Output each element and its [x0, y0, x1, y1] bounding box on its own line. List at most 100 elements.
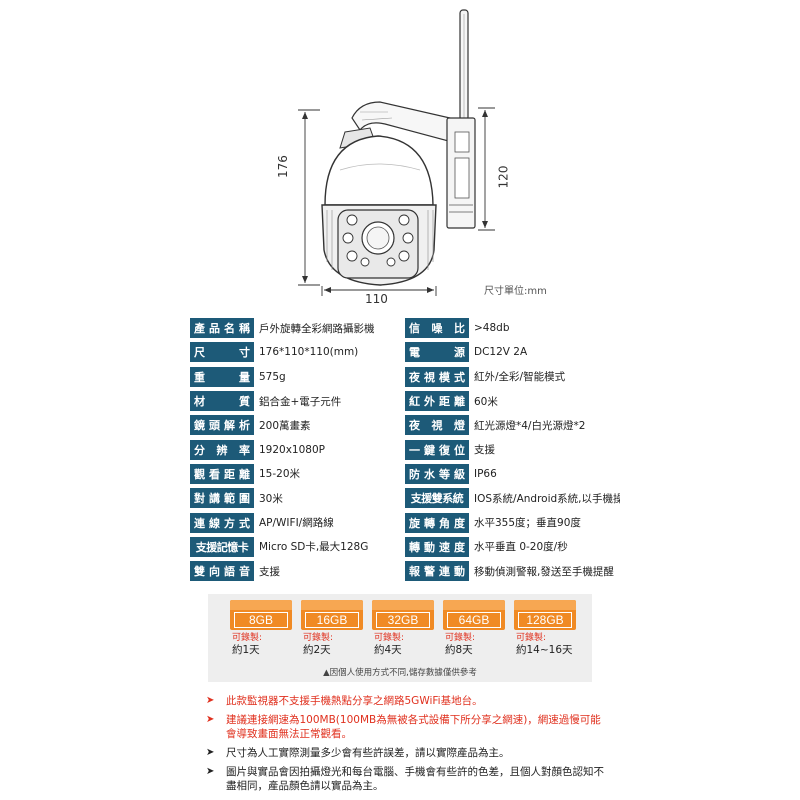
record-label: 可錄製:	[303, 633, 334, 643]
spec-value: 支援	[474, 444, 495, 457]
spec-key: 支援記憶卡	[190, 536, 254, 557]
note-item: ➤ 尺寸為人工實際測量多少會有些許誤差，請以實際產品為主。	[206, 746, 606, 760]
spec-cell-left: 分辨率 1920x1080P	[190, 437, 405, 461]
spec-row: 對講範圍 30米 支援雙系統 IOS系統/Android系統,以手機操控	[190, 486, 620, 510]
spec-cell-right: 電源 DC12V 2A	[405, 340, 620, 364]
spec-key: 尺寸	[190, 342, 254, 363]
storage-card: 8GB 可錄製:約1天	[230, 600, 292, 657]
spec-key: 旋轉角度	[405, 512, 469, 533]
spec-cell-right: 一鍵復位支援	[405, 437, 620, 461]
dimension-bracket-label: 120	[496, 165, 511, 189]
spec-value: 60米	[474, 395, 498, 408]
note-item: ➤ 建議連接網速為100MB(100MB為無被各式設備下所分享之網速)，網速過慢可…	[206, 713, 606, 741]
spec-key: 連線方式	[190, 512, 254, 533]
spec-key: 電源	[405, 342, 469, 363]
spec-cell-right: 旋轉角度水平355度；垂直90度	[405, 510, 620, 534]
spec-key: 防水等級	[405, 463, 469, 484]
arrow-icon: ➤	[206, 714, 215, 725]
spec-key: 材質	[190, 391, 254, 412]
spec-cell-left: 產品名稱戶外旋轉全彩網路攝影機	[190, 316, 405, 340]
sd-card-top	[372, 600, 434, 610]
spec-key: 夜視燈	[405, 415, 469, 436]
spec-key: 紅外距離	[405, 391, 469, 412]
sd-card-top	[443, 600, 505, 610]
spec-cell-left: 連線方式 AP/WIFI/網路線	[190, 510, 405, 534]
record-days: 約2天	[303, 644, 331, 656]
spec-row: 重量 575g 夜視模式紅外/全彩/智能模式	[190, 365, 620, 389]
spec-key: 對講範圍	[190, 488, 254, 509]
spec-value: DC12V 2A	[474, 346, 528, 359]
sd-card-capacity: 32GB	[376, 612, 430, 628]
spec-value: >48db	[474, 322, 510, 335]
spec-row: 材質鋁合金+電子元件紅外距離 60米	[190, 389, 620, 413]
storage-note: ▲因個人使用方式不同,儲存數據僅供參考	[323, 668, 477, 678]
spec-value: 水平垂直 0-20度/秒	[474, 541, 568, 554]
spec-value: 1920x1080P	[259, 443, 325, 456]
sd-card-capacity: 64GB	[447, 612, 501, 628]
spec-cell-right: 夜視模式紅外/全彩/智能模式	[405, 365, 620, 389]
spec-value: 移動偵測警報,發送至手機提醒	[474, 565, 614, 578]
spec-value: 支援	[259, 565, 280, 578]
arrow-icon: ➤	[206, 695, 215, 706]
spec-key: 轉動速度	[405, 536, 469, 557]
sd-card-top	[230, 600, 292, 610]
note-text: 尺寸為人工實際測量多少會有些許誤差，請以實際產品為主。	[226, 747, 510, 759]
record-days: 約14~16天	[516, 644, 573, 656]
spec-value: 30米	[259, 492, 283, 505]
spec-key: 信噪比	[405, 318, 469, 339]
spec-row: 分辨率 1920x1080P 一鍵復位支援	[190, 437, 620, 461]
note-item: ➤ 此款監視器不支援手機熱點分享之網路5GWiFi基地台。	[206, 694, 606, 708]
camera-drawing	[298, 9, 495, 296]
note-text: 此款監視器不支援手機熱點分享之網路5GWiFi基地台。	[226, 695, 483, 707]
sd-card-top	[301, 600, 363, 610]
spec-cell-right: 報警連動移動偵測警報,發送至手機提醒	[405, 559, 620, 583]
spec-key: 觀看距離	[190, 463, 254, 484]
spec-key: 夜視模式	[405, 366, 469, 387]
spec-value: 紅外/全彩/智能模式	[474, 371, 566, 384]
spec-value: 575g	[259, 370, 286, 383]
spec-cell-left: 對講範圍 30米	[190, 486, 405, 510]
spec-cell-right: 轉動速度水平垂直 0-20度/秒	[405, 535, 620, 559]
spec-row: 產品名稱戶外旋轉全彩網路攝影機信噪比 >48db	[190, 316, 620, 340]
note-text: 圖片與實品會因拍攝燈光和每台電腦、手機會有些許的色差，且個人對顏色認知不盡相同，…	[226, 766, 604, 792]
spec-key: 重量	[190, 366, 254, 387]
spec-cell-right: 紅外距離 60米	[405, 389, 620, 413]
record-days: 約1天	[232, 644, 260, 656]
notes-list: ➤ 此款監視器不支援手機熱點分享之網路5GWiFi基地台。 ➤ 建議連接網速為100M…	[206, 694, 606, 798]
spec-cell-left: 材質鋁合金+電子元件	[190, 389, 405, 413]
spec-key: 一鍵復位	[405, 439, 469, 460]
dimension-height-label: 176	[276, 155, 290, 178]
record-days: 約4天	[374, 644, 402, 656]
sd-card-capacity: 8GB	[234, 612, 288, 628]
spec-key: 雙向語音	[190, 561, 254, 582]
arrow-icon: ➤	[206, 747, 215, 758]
spec-cell-right: 支援雙系統 IOS系統/Android系統,以手機操控	[405, 486, 620, 510]
spec-cell-left: 雙向語音支援	[190, 559, 405, 583]
spec-value: AP/WIFI/網路線	[259, 517, 334, 530]
spec-value: 200萬畫素	[259, 419, 311, 432]
spec-key: 支援雙系統	[405, 488, 469, 509]
spec-value: IOS系統/Android系統,以手機操控	[474, 492, 620, 505]
spec-cell-right: 夜視燈紅光源燈*4/白光源燈*2	[405, 413, 620, 437]
note-text: 建議連接網速為100MB(100MB為無被各式設備下所分享之網速)，網速過慢可能…	[226, 714, 601, 740]
spec-key: 產品名稱	[190, 318, 254, 339]
spec-value: 紅光源燈*4/白光源燈*2	[474, 419, 586, 432]
spec-key: 報警連動	[405, 561, 469, 582]
spec-key: 分辨率	[190, 439, 254, 460]
spec-row: 雙向語音支援報警連動移動偵測警報,發送至手機提醒	[190, 559, 620, 583]
spec-value: 水平355度；垂直90度	[474, 517, 581, 530]
record-label: 可錄製:	[232, 633, 263, 643]
